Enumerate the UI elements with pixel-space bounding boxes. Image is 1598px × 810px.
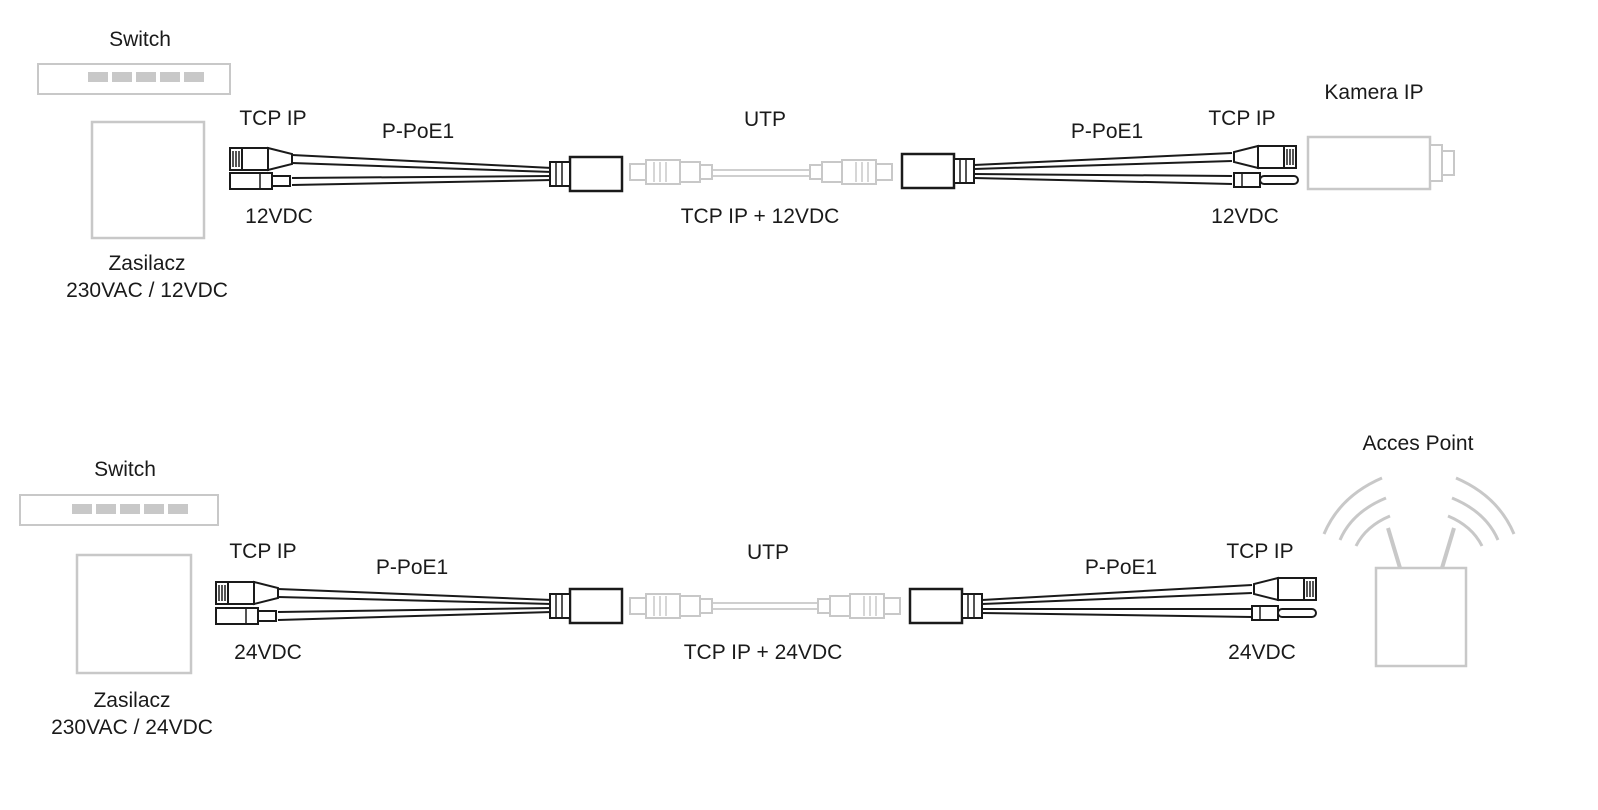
tcp-ip-label: TCP IP bbox=[239, 107, 307, 130]
rj45-plug-icon bbox=[1233, 145, 1297, 169]
voltage-label: 24VDC bbox=[1228, 641, 1296, 664]
voltage-label: 12VDC bbox=[245, 205, 313, 228]
ip-camera-icon bbox=[1306, 135, 1455, 191]
injector-label: P-PoE1 bbox=[1084, 556, 1158, 579]
switch-label: Switch bbox=[109, 28, 171, 51]
power-supply-icon bbox=[90, 120, 206, 240]
injector-label: P-PoE1 bbox=[381, 120, 455, 143]
rj45-plug-icon bbox=[1253, 577, 1317, 601]
device-label: Acces Point bbox=[1362, 432, 1474, 455]
utp-cable bbox=[629, 593, 901, 619]
top-diagram bbox=[37, 63, 1455, 240]
tcp-ip-label: TCP IP bbox=[1226, 540, 1294, 563]
combined-signal-label: TCP IP + 24VDC bbox=[683, 641, 843, 664]
utp-label: UTP bbox=[747, 541, 789, 564]
bottom-diagram bbox=[19, 476, 1516, 675]
voltage-label: 12VDC bbox=[1211, 205, 1279, 228]
switch-label: Switch bbox=[94, 458, 156, 481]
left-splitter-cable bbox=[291, 154, 553, 186]
rj45-plug-icon bbox=[229, 147, 293, 171]
injector-icon bbox=[548, 587, 624, 625]
injector-label: P-PoE1 bbox=[1070, 120, 1144, 143]
left-splitter-cable bbox=[277, 588, 553, 621]
power-supply-name: Zasilacz bbox=[93, 689, 171, 712]
combined-signal-label: TCP IP + 12VDC bbox=[680, 205, 840, 228]
switch-icon bbox=[37, 63, 231, 95]
dc-plug-icon bbox=[1233, 172, 1299, 188]
power-supply-icon bbox=[75, 553, 193, 675]
injector-icon bbox=[548, 155, 624, 193]
power-supply-name: Zasilacz bbox=[108, 252, 186, 275]
dc-socket-icon bbox=[229, 172, 291, 190]
right-splitter-cable bbox=[981, 584, 1253, 618]
injector-icon bbox=[900, 152, 976, 190]
switch-icon bbox=[19, 494, 219, 526]
injector-icon bbox=[908, 587, 984, 625]
access-point-icon bbox=[1322, 476, 1516, 668]
rj45-plug-icon bbox=[215, 581, 279, 605]
power-supply-spec: 230VAC / 12VDC bbox=[66, 279, 228, 302]
dc-plug-icon bbox=[1251, 605, 1317, 621]
voltage-label: 24VDC bbox=[234, 641, 302, 664]
device-label: Kamera IP bbox=[1324, 81, 1424, 104]
injector-label: P-PoE1 bbox=[375, 556, 449, 579]
dc-socket-icon bbox=[215, 607, 277, 625]
tcp-ip-label: TCP IP bbox=[229, 540, 297, 563]
tcp-ip-label: TCP IP bbox=[1208, 107, 1276, 130]
utp-cable bbox=[629, 159, 893, 185]
power-supply-spec: 230VAC / 24VDC bbox=[51, 716, 213, 739]
right-splitter-cable bbox=[973, 152, 1233, 185]
utp-label: UTP bbox=[744, 108, 786, 131]
